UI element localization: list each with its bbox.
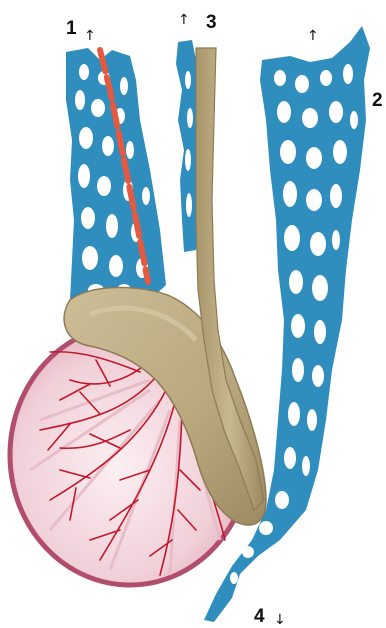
arrow-4-down: ↓ <box>274 612 286 628</box>
label-4: 4 <box>254 606 265 627</box>
label-3: 3 <box>206 12 217 33</box>
label-1: 1 <box>66 18 77 39</box>
label-2: 2 <box>372 90 383 111</box>
arrow-2-up: ↑ <box>307 28 319 44</box>
arrow-1-up: ↑ <box>84 28 96 44</box>
left-venous-plexus <box>66 48 166 302</box>
arrow-3-up: ↑ <box>178 12 190 28</box>
